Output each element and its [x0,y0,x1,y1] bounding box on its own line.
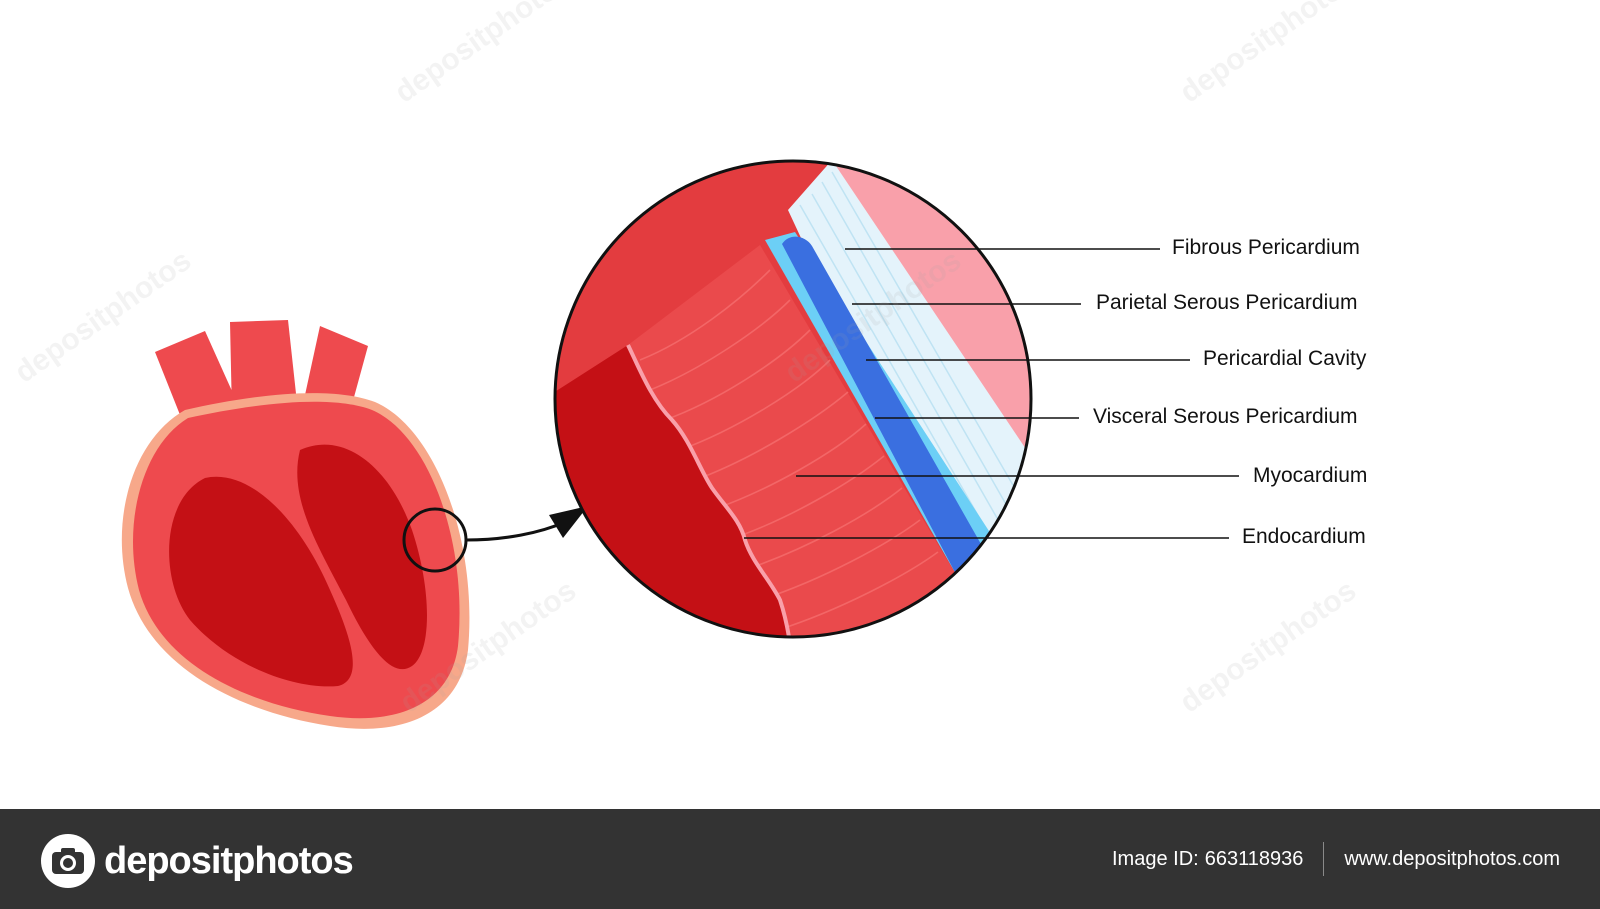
footer-info: Image ID: 663118936 www.depositphotos.co… [1112,809,1560,909]
footer-bar: depositphotos Image ID: 663118936 www.de… [0,809,1600,909]
label-parietal-serous-pericardium: Parietal Serous Pericardium [1096,291,1358,314]
label-fibrous-pericardium: Fibrous Pericardium [1172,236,1360,259]
brand-name: depositphotos [104,839,354,882]
myocardium-region [628,245,965,637]
label-endocardium: Endocardium [1242,525,1366,548]
label-myocardium: Myocardium [1253,464,1368,487]
brand-logo: depositphotos [40,833,354,889]
heart-chamber-right [297,444,427,670]
image-id-value: 663118936 [1204,847,1304,870]
magnified-wall-section [555,161,1031,637]
label-pericardial-cavity: Pericardial Cavity [1203,347,1367,370]
arrow-head-icon [549,506,588,538]
footer-divider [1323,842,1325,876]
magnified-circle-outline [553,159,1033,639]
fibrous-layer [788,161,1031,580]
endocardium-line [626,344,794,637]
image-id-label: Image ID: [1112,847,1199,870]
heart-chamber-left [169,476,353,687]
label-visceral-serous-pericardium: Visceral Serous Pericardium [1093,405,1358,428]
image-id: Image ID: 663118936 [1112,848,1303,871]
heart-illustration [121,320,588,729]
pericardial-cavity [782,236,992,579]
camera-icon [41,834,95,888]
website-link[interactable]: www.depositphotos.com [1344,847,1560,870]
middle-vessel [230,320,298,415]
zoom-arrow [465,520,566,542]
heart-wall-diagram [121,159,1239,729]
leader-lines [744,248,1239,539]
